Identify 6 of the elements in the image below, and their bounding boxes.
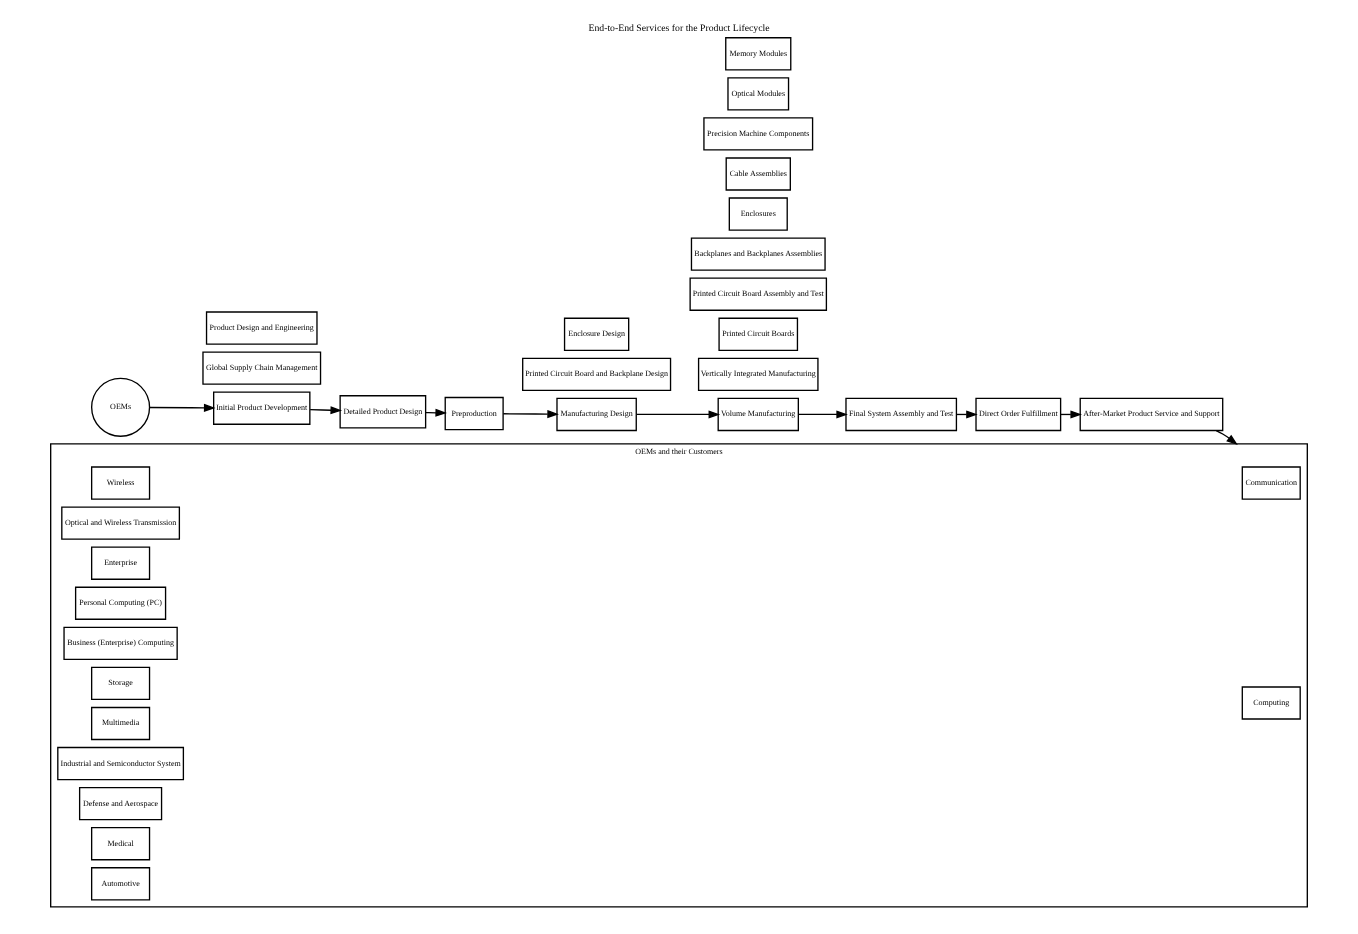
arrow	[1215, 429, 1238, 446]
arrow	[635, 410, 721, 419]
arrow	[309, 406, 343, 415]
arrow	[502, 410, 559, 419]
arrow	[149, 403, 216, 412]
arrow	[797, 410, 848, 419]
